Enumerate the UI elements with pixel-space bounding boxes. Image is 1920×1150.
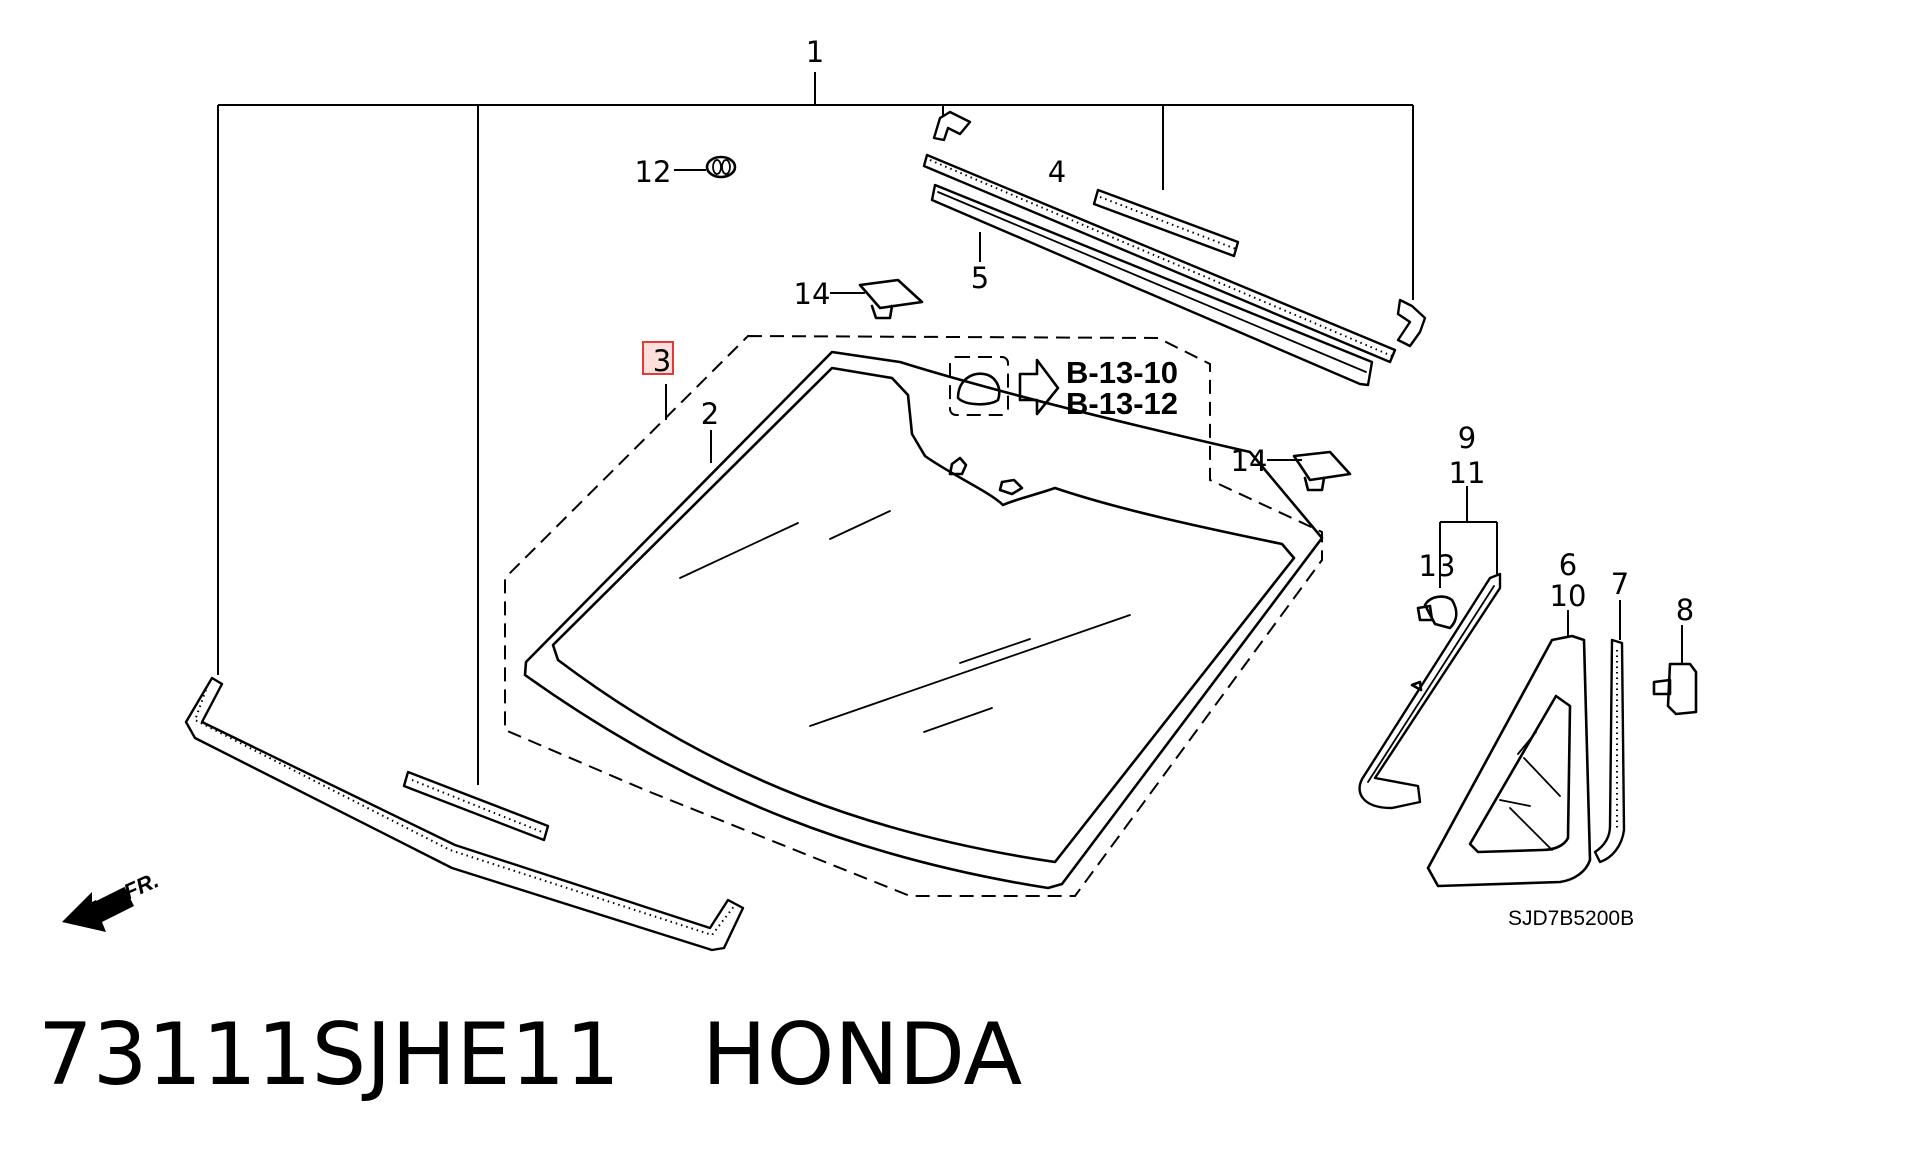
reference-b-13-12: B-13-12 <box>1066 386 1178 421</box>
part-6-10-quarter-glass <box>1426 610 1592 888</box>
callout-14-left: 14 <box>794 277 831 311</box>
upper-molding-strips <box>922 110 1427 387</box>
part-1-leader-tree <box>217 72 1414 785</box>
part-caption: 73111SJHE11 HONDA <box>38 1012 1022 1098</box>
part-12-clip <box>674 155 737 179</box>
assembly-3-outline <box>504 334 1323 897</box>
part-13-clip <box>1416 595 1458 630</box>
part-number: 73111SJHE11 <box>38 1005 620 1105</box>
part-9-11-leader <box>1439 486 1498 588</box>
callout-10: 10 <box>1550 579 1587 613</box>
part-14-bracket-left <box>830 278 924 320</box>
callout-14-right: 14 <box>1231 444 1268 478</box>
front-direction-arrow-icon <box>62 885 134 932</box>
part-8-clip <box>1652 625 1698 716</box>
part-14-bracket-right <box>1267 450 1352 492</box>
dam-rubber-strip-left <box>402 770 550 842</box>
callout-1: 1 <box>806 35 824 69</box>
callout-7: 7 <box>1611 567 1629 601</box>
callout-2: 2 <box>701 397 719 431</box>
callout-8: 8 <box>1676 593 1694 627</box>
lower-molding-strip <box>184 676 745 952</box>
callout-9: 9 <box>1458 421 1476 455</box>
reference-b-13-10: B-13-10 <box>1066 355 1178 390</box>
callout-5: 5 <box>971 261 989 295</box>
brand-name: HONDA <box>702 1005 1023 1105</box>
callout-3-highlight <box>642 341 674 375</box>
part-7-molding <box>1593 600 1626 864</box>
callout-6: 6 <box>1559 548 1577 582</box>
callout-3: 3 <box>653 344 671 378</box>
callout-12: 12 <box>635 155 672 189</box>
callout-13: 13 <box>1419 549 1456 583</box>
windshield-glass <box>523 350 1324 890</box>
diagram-code: SJD7B5200B <box>1508 907 1634 930</box>
part-9-11-garnish <box>1358 572 1502 810</box>
callout-4: 4 <box>1048 155 1066 189</box>
callout-11: 11 <box>1449 456 1486 490</box>
sensor-cover-reference <box>949 356 1060 416</box>
